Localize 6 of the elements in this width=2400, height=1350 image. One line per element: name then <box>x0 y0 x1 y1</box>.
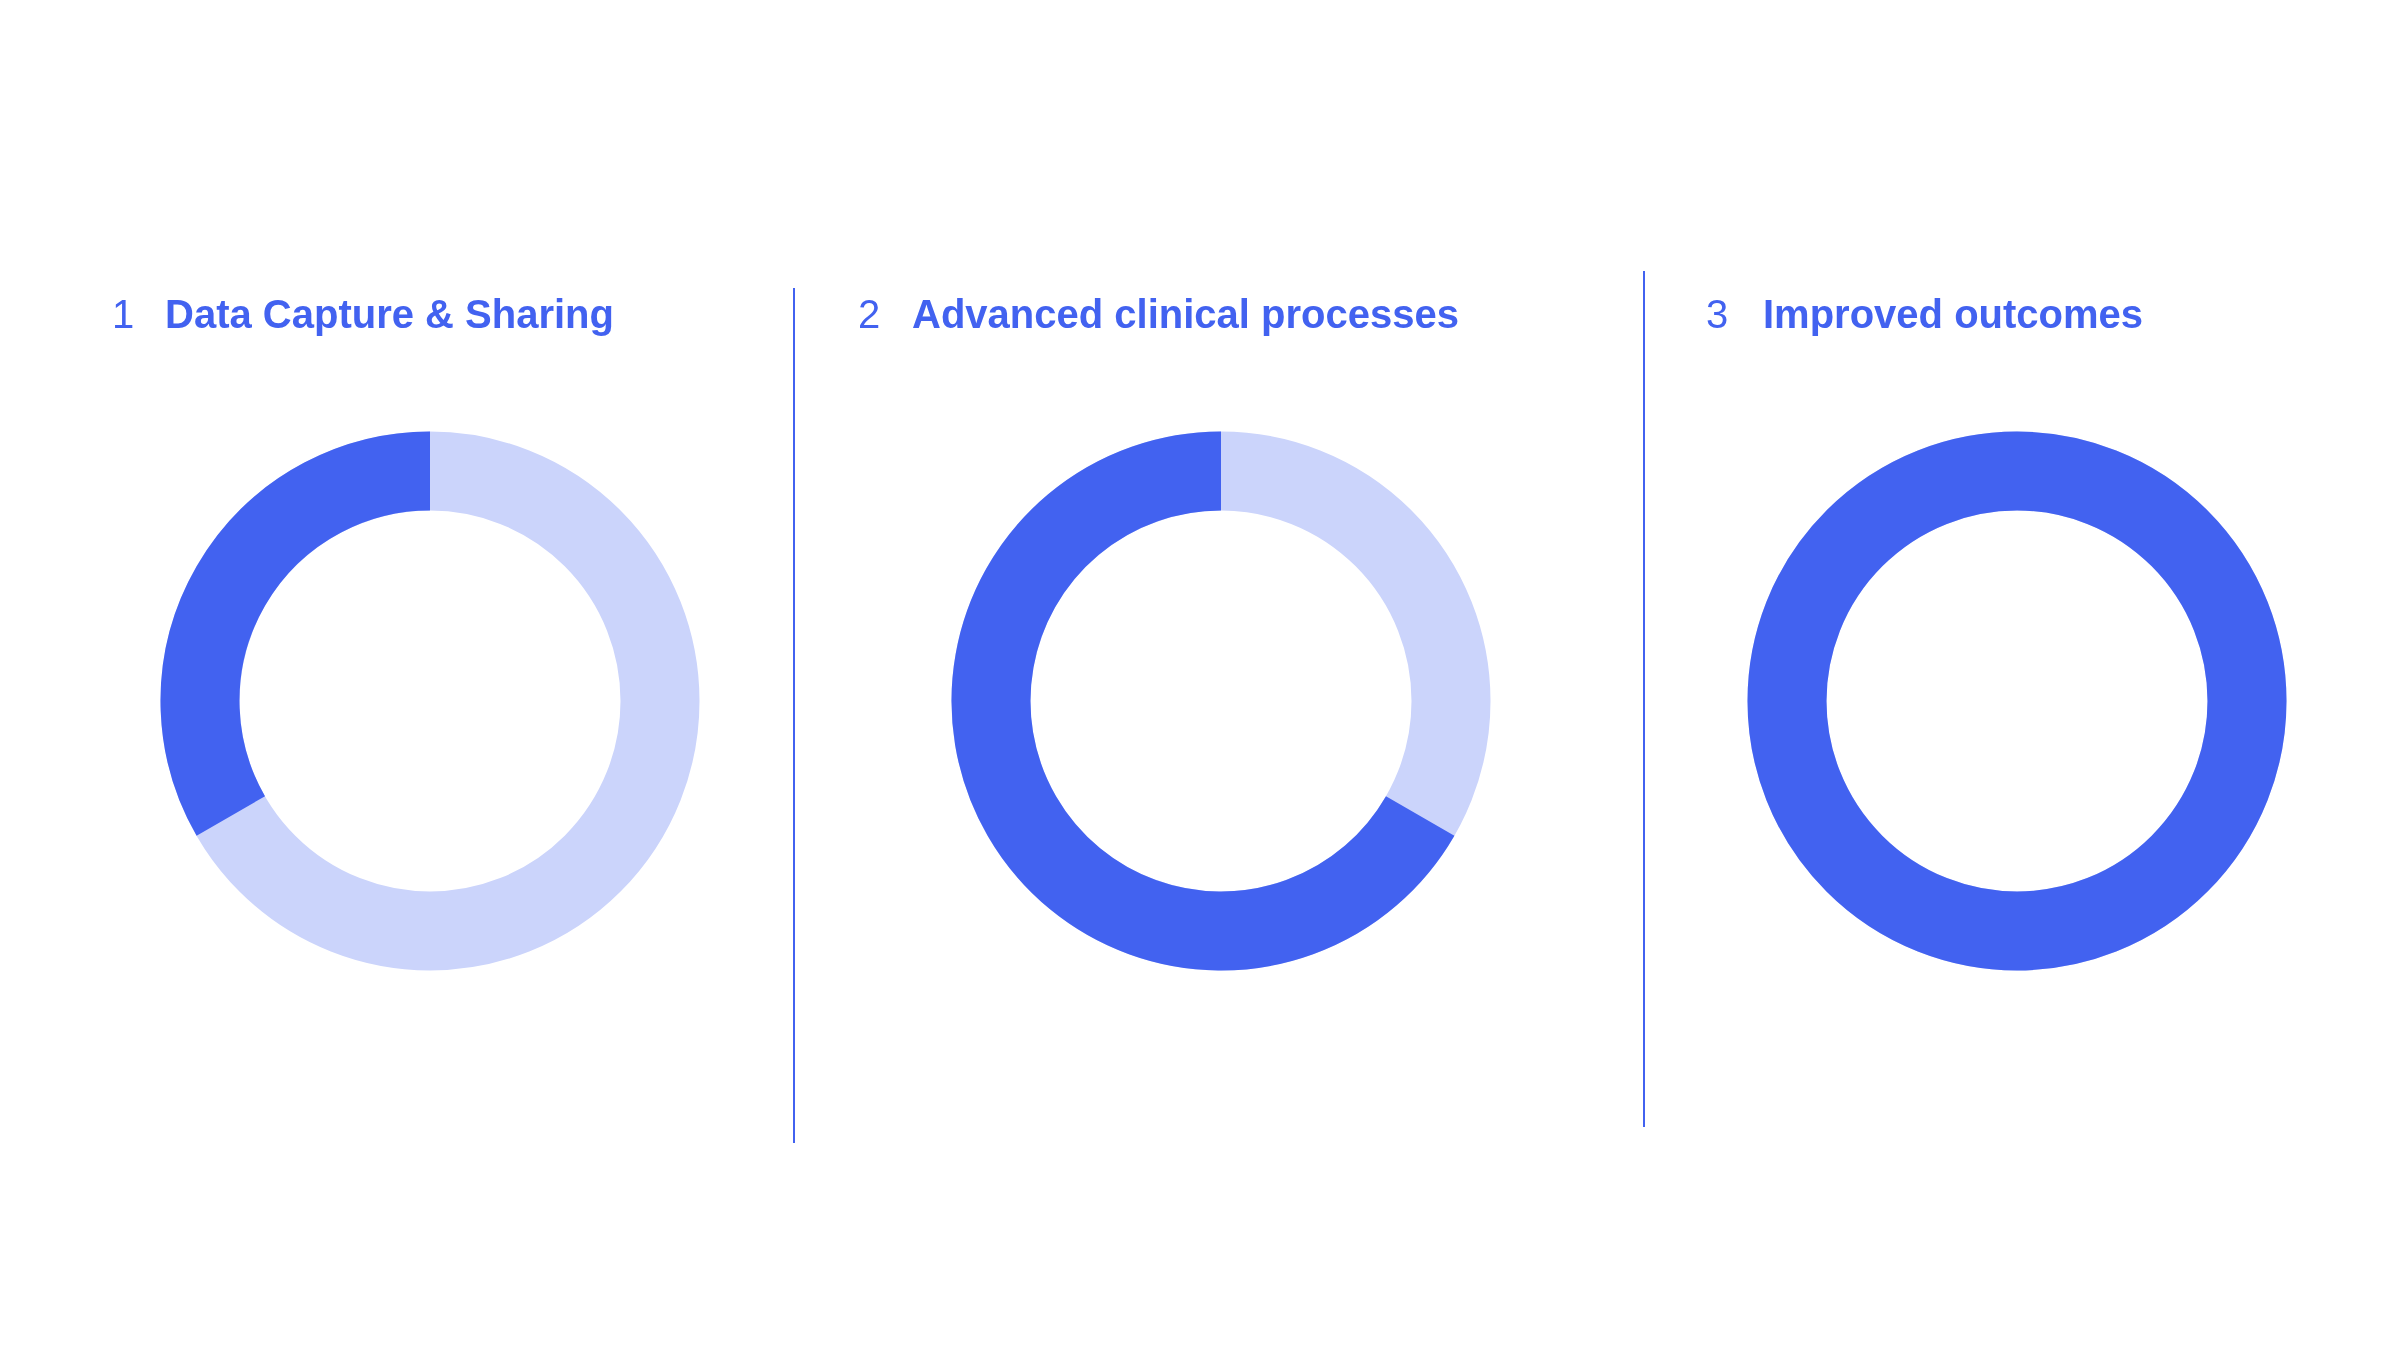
step-title: Data Capture & Sharing <box>165 291 614 338</box>
step-number: 3 <box>1706 291 1729 338</box>
step-number: 2 <box>858 291 881 338</box>
step-title: Advanced clinical processes <box>912 291 1459 338</box>
step-number: 1 <box>112 291 135 338</box>
step-title: Improved outcomes <box>1763 291 2144 338</box>
